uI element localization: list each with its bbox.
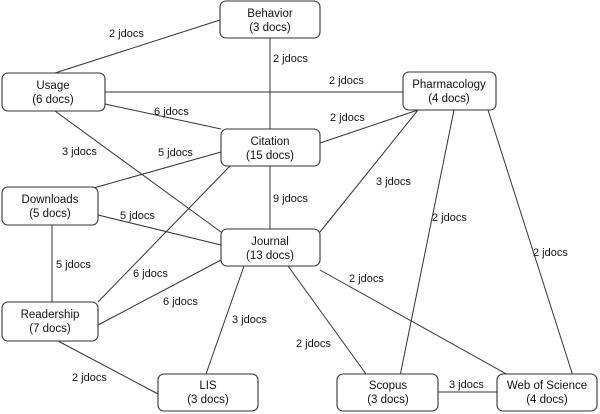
node-lis[interactable]: LIS (3 docs) [157,373,259,412]
label-scopus-wos: 3 jdocs [449,379,484,391]
label-citation-readership: 6 jdocs [133,268,168,280]
node-label: LIS [199,380,217,392]
edge-pharmacology-journal [319,109,419,233]
edge-journal-lis [205,265,245,375]
node-box [1,72,106,112]
label-journal-scopus: 2 jdocs [296,338,331,350]
node-box [1,301,99,342]
node-count: (5 docs) [29,208,71,220]
node-label: Readership [21,309,80,321]
label-downloads-journal: 5 jdocs [120,210,155,222]
node-label: Pharmacology [412,79,486,91]
edge-citation-downloads [89,151,222,190]
node-count: (7 docs) [29,323,71,335]
label-usage-pharmacology: 2 jdocs [329,75,364,87]
edge-journal-readership [97,259,222,326]
edge-citation-readership [97,165,231,303]
node-scopus[interactable]: Scopus (3 docs) [336,373,439,412]
node-box [219,0,321,39]
label-readership-lis: 2 jdocs [72,372,107,384]
label-citation-journal: 9 jdocs [273,193,308,205]
edge-behavior-usage [54,19,221,74]
node-label: Journal [251,236,289,248]
node-label: Web of Science [507,380,587,392]
node-readership[interactable]: Readership (7 docs) [1,301,99,342]
node-count: (15 docs) [246,150,294,162]
label-citation-pharmacology: 2 jdocs [330,112,365,124]
node-count: (4 docs) [428,93,470,105]
node-downloads[interactable]: Downloads (5 docs) [1,186,99,226]
node-count: (4 docs) [526,394,568,406]
edge-pharmacology-wos [487,109,574,377]
node-citation[interactable]: Citation (15 docs) [220,128,321,167]
edge-usage-journal [54,110,222,233]
node-label: Scopus [369,380,408,392]
node-count: (6 docs) [32,94,74,106]
edge-pharmacology-scopus [399,109,455,377]
node-box [220,228,321,267]
node-box [157,373,259,412]
node-box [496,373,598,412]
label-citation-downloads: 5 jdocs [158,147,193,159]
node-pharmacology[interactable]: Pharmacology (4 docs) [402,71,497,111]
edge-downloads-journal [97,214,222,246]
node-label: Downloads [22,194,79,206]
label-behavior-citation: 2 jdocs [273,53,308,65]
node-box [220,128,321,167]
edge-usage-citation [104,103,222,130]
node-count: (3 docs) [187,394,229,406]
node-behavior[interactable]: Behavior (3 docs) [219,0,321,39]
label-usage-journal: 3 jdocs [62,146,97,158]
node-box [1,186,99,226]
edge-journal-wos [319,269,511,377]
node-box [336,373,439,412]
node-web-of-science[interactable]: Web of Science (4 docs) [496,373,598,412]
node-count: (3 docs) [367,394,409,406]
edge-journal-scopus [287,265,367,375]
node-journal[interactable]: Journal (13 docs) [220,228,321,267]
edge-labels: 2 jdocs 2 jdocs 2 jdocs 6 jdocs 3 jdocs … [56,28,568,391]
node-count: (3 docs) [249,22,291,34]
edge-readership-lis [57,340,159,395]
label-journal-readership: 6 jdocs [163,296,198,308]
label-pharmacology-scopus: 2 jdocs [432,212,467,224]
label-pharmacology-journal: 3 jdocs [376,176,411,188]
node-count: (13 docs) [246,250,294,262]
node-label: Usage [36,80,69,92]
node-label: Citation [251,136,290,148]
edge-citation-pharmacology [319,109,419,144]
label-downloads-readership: 5 jdocs [56,259,91,271]
label-behavior-usage: 2 jdocs [109,28,144,40]
edges [51,19,574,395]
label-journal-lis: 3 jdocs [232,314,267,326]
node-box [402,71,497,111]
label-usage-citation: 6 jdocs [154,106,189,118]
label-pharmacology-wos: 2 jdocs [533,247,568,259]
node-label: Behavior [247,8,293,20]
label-journal-wos: 2 jdocs [349,273,384,285]
node-usage[interactable]: Usage (6 docs) [1,72,106,112]
